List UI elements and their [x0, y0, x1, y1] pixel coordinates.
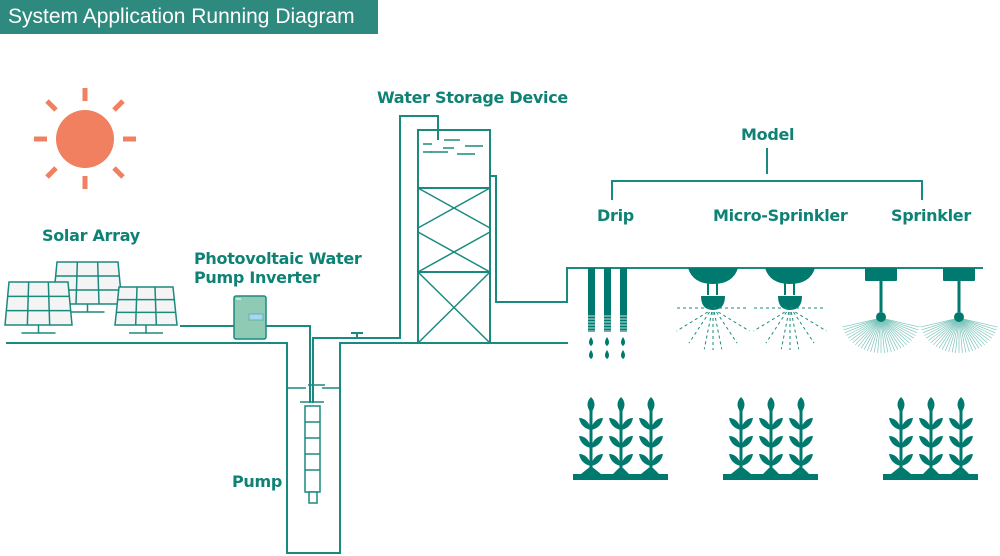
water-drop-icon — [621, 350, 625, 359]
water-drop-icon — [605, 337, 609, 346]
micro-sprinkler-icon — [676, 268, 827, 350]
plant-icon — [889, 397, 913, 467]
micro-sprinkler-head — [753, 268, 827, 350]
plant-icon — [609, 397, 633, 467]
inverter-label-line1: Photovoltaic Water — [194, 249, 362, 268]
solar-panel — [4, 281, 73, 334]
crop-row — [573, 397, 668, 480]
water-drop-icon — [589, 337, 593, 346]
drip-tube — [620, 268, 627, 359]
plant-icon — [639, 397, 663, 467]
plant-icon — [949, 397, 973, 467]
drip-tube — [604, 268, 611, 359]
micro-sprinkler-head — [676, 268, 750, 350]
water-storage-label: Water Storage Device — [377, 88, 568, 107]
ground-and-well — [6, 342, 568, 554]
water-storage-tower — [417, 129, 491, 344]
water-drop-icon — [589, 350, 593, 359]
page-title: System Application Running Diagram — [0, 0, 378, 34]
outlet-pipe — [490, 175, 983, 303]
sprinkler-head — [920, 268, 998, 353]
pump-label: Pump — [232, 472, 283, 491]
sprinkler-head — [842, 268, 920, 353]
drip-emitters-icon — [588, 268, 627, 359]
plant-icon — [919, 397, 943, 467]
plant-icon — [729, 397, 753, 467]
crop-row — [883, 397, 978, 480]
sun-icon — [34, 88, 136, 189]
sprinkler-label: Sprinkler — [891, 206, 971, 225]
water-drop-icon — [621, 337, 625, 346]
solar-array-label: Solar Array — [42, 226, 140, 245]
model-label: Model — [741, 125, 795, 144]
water-pipe — [312, 115, 439, 403]
solar-array-icon — [4, 261, 178, 334]
plant-icon — [579, 397, 603, 467]
inverter-label-line2: Pump Inverter — [194, 268, 320, 287]
cable-inverter-to-pump — [266, 325, 311, 403]
plant-icon — [759, 397, 783, 467]
sprinkler-icon — [842, 268, 998, 353]
micro-sprinkler-label: Micro-Sprinkler — [713, 206, 848, 225]
pump-icon — [300, 401, 324, 504]
drip-label: Drip — [597, 206, 634, 225]
plant-icon — [789, 397, 813, 467]
drip-tube — [588, 268, 595, 359]
model-bracket — [611, 148, 923, 200]
valve-icon — [351, 332, 363, 338]
crops-icon — [573, 397, 978, 480]
solar-panel — [114, 286, 178, 334]
water-drop-icon — [605, 350, 609, 359]
crop-row — [723, 397, 818, 480]
inverter-icon — [233, 295, 267, 340]
